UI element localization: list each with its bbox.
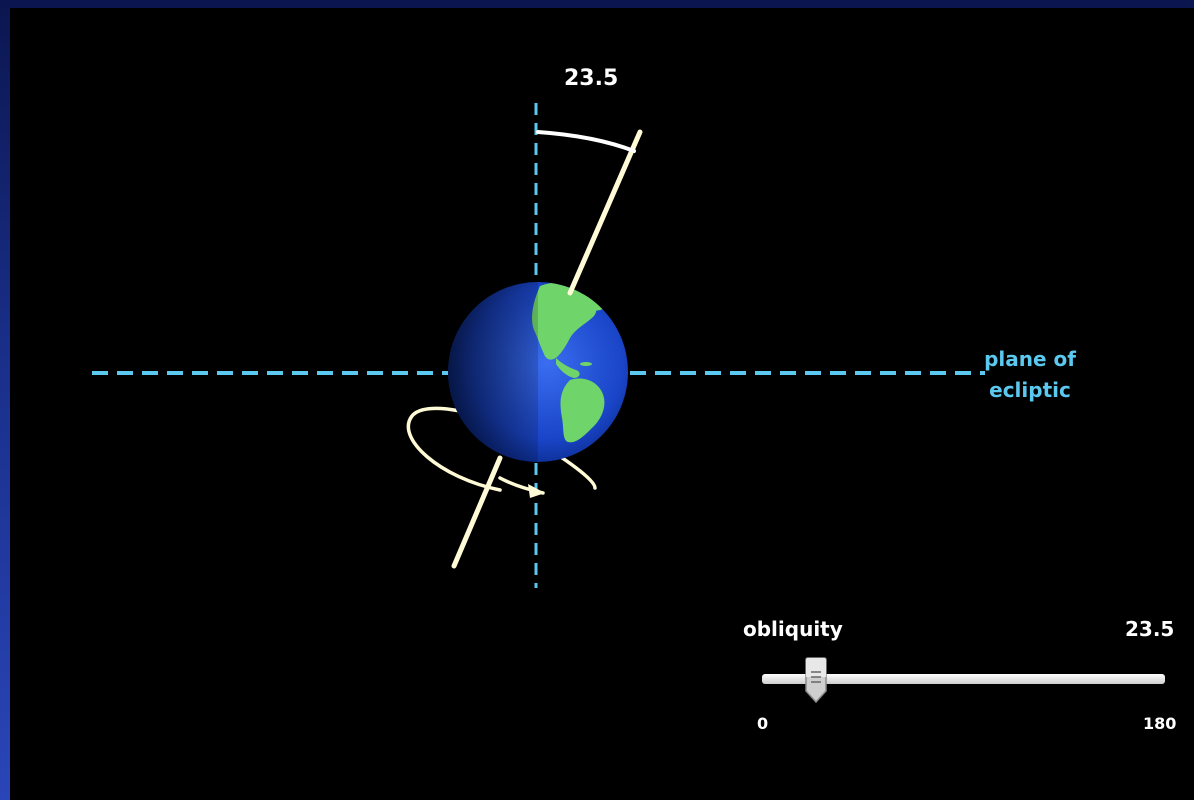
slider-thumb-icon[interactable] [802,657,830,703]
earth-globe [448,282,628,462]
obliquity-slider-min-label: 0 [757,714,769,733]
rotation-arrow-icon [406,406,597,492]
simulation-stage: 23.5 plane of ecliptic obliquity 23.5 0 … [10,8,1194,800]
angle-readout: 23.5 [564,66,619,91]
caribbean-landmass [580,362,592,366]
ecliptic-label-line1: plane of [984,347,1076,371]
south-america-landmass [560,378,605,443]
ecliptic-label-line2: ecliptic [989,378,1071,402]
obliquity-angle-arc [536,130,636,153]
rotation-axis-upper [567,129,643,296]
north-america-landmass [532,282,597,360]
obliquity-diagram [92,103,985,588]
obliquity-slider-label: obliquity [743,617,843,641]
obliquity-slider-max-label: 180 [1143,714,1177,733]
obliquity-slider-track[interactable] [762,674,1165,684]
ecliptic-label: plane of ecliptic [965,344,1095,406]
obliquity-slider-value: 23.5 [1125,617,1175,641]
rotation-axis-lower [451,455,503,569]
central-america-landmass [556,358,580,378]
earth-night-side [448,282,538,462]
rotation-arrowhead-icon [528,484,545,498]
